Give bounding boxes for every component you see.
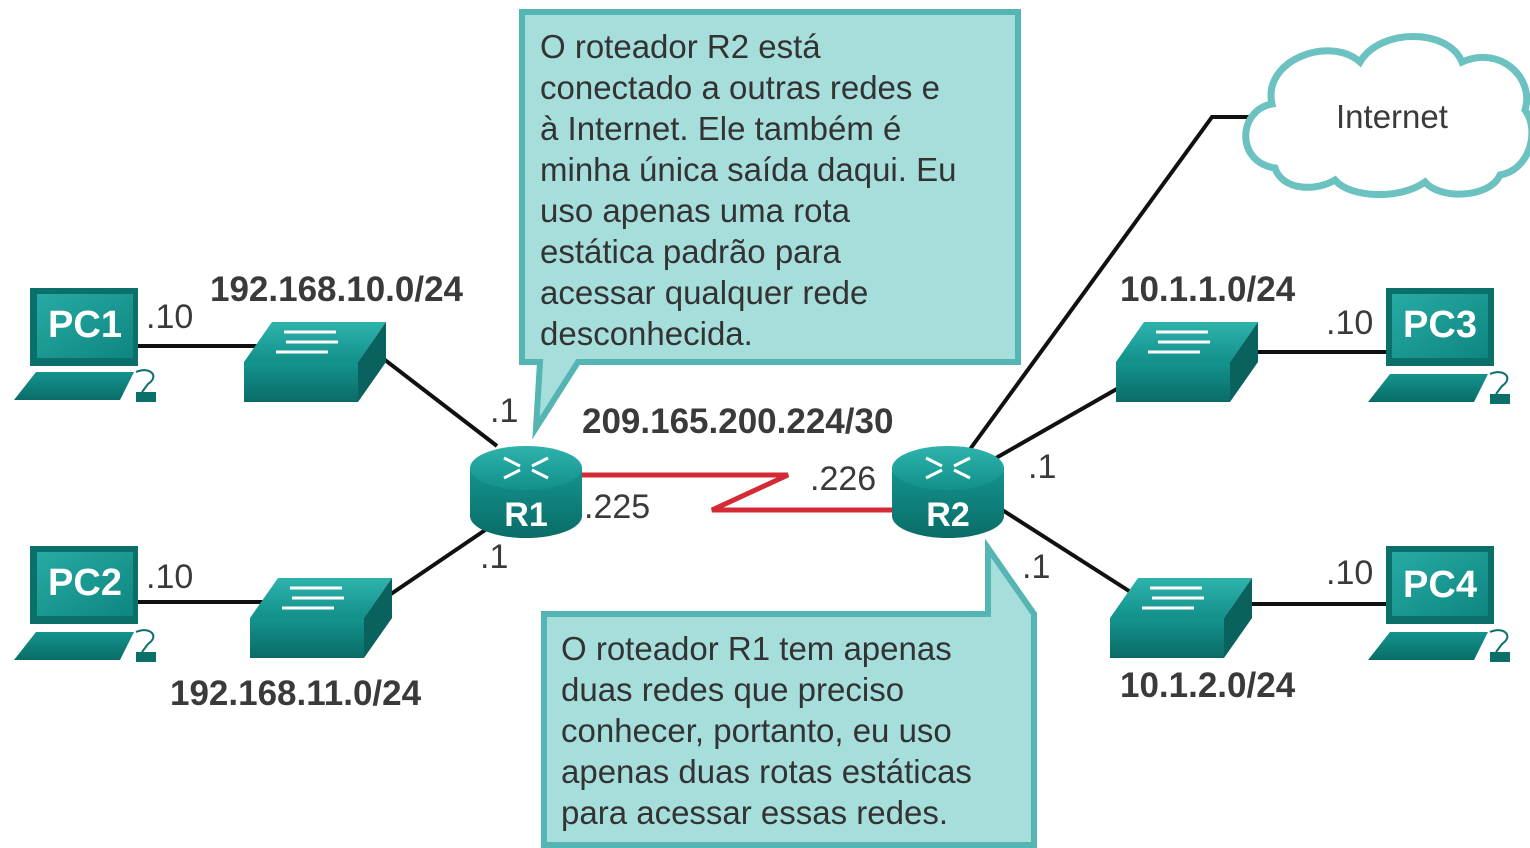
callout-r2-line: O roteador R1 tem apenas xyxy=(561,630,952,667)
pc4-label: PC4 xyxy=(1403,564,1477,606)
router-r1 xyxy=(470,446,582,538)
switch-4 xyxy=(1110,578,1252,658)
router-r2 xyxy=(892,446,1004,538)
callout-r1 xyxy=(519,9,1021,440)
pc2-label: PC2 xyxy=(48,562,122,604)
callout-r1-text: O roteador R2 está conectado a outras re… xyxy=(540,26,1010,354)
callout-r1-line: conectado a outras redes e xyxy=(540,69,940,106)
switch-1 xyxy=(244,322,386,402)
address-pc4: .10 xyxy=(1326,554,1374,592)
callout-r2-shape xyxy=(541,538,1037,848)
callout-r1-line: uso apenas uma rota xyxy=(540,192,851,229)
pc3-label: PC3 xyxy=(1403,304,1477,346)
link-r2-internet xyxy=(966,115,1252,454)
pc3 xyxy=(1368,288,1510,404)
callout-r1-line: O roteador R2 está xyxy=(540,28,821,65)
link-sw1-r1 xyxy=(370,348,499,448)
callout-r2-text: O roteador R1 tem apenas duas redes que … xyxy=(561,628,1031,833)
link-r2-sw4 xyxy=(994,504,1142,600)
switch-2 xyxy=(250,578,392,658)
cloud-shape xyxy=(1242,33,1530,199)
internet-label: Internet xyxy=(1336,98,1448,135)
callout-r1-line: estática padrão para xyxy=(540,233,841,270)
address-pc2: .10 xyxy=(146,558,194,596)
router-r1-label: R1 xyxy=(504,496,548,534)
links xyxy=(138,115,1388,606)
callout-r2-line: para acessar essas redes. xyxy=(561,794,949,831)
callout-r2-line: conhecer, portanto, eu uso xyxy=(561,712,952,749)
callout-r2 xyxy=(541,538,1037,848)
address-r2-lan3: .1 xyxy=(1028,448,1057,486)
address-r2-wan: .226 xyxy=(810,460,877,498)
address-r2-lan4: .1 xyxy=(1022,548,1051,586)
pc2 xyxy=(14,546,156,662)
network-label-wan: 209.165.200.224/30 xyxy=(582,402,894,441)
link-sw2-r1 xyxy=(386,520,499,598)
pc4 xyxy=(1368,546,1510,662)
callout-r1-shape xyxy=(519,9,1021,440)
callout-r1-line: minha única saída daqui. Eu xyxy=(540,151,957,188)
callout-r1-line: à Internet. Ele também é xyxy=(540,110,902,147)
serial-link xyxy=(580,472,900,513)
address-r1-lan1: .1 xyxy=(490,392,519,430)
callout-r2-line: apenas duas rotas estáticas xyxy=(561,753,972,790)
address-pc1: .10 xyxy=(146,298,194,336)
callout-r2-line: duas redes que preciso xyxy=(561,671,905,708)
network-label-lan2: 192.168.11.0/24 xyxy=(170,674,422,713)
callout-r1-line: acessar qualquer rede xyxy=(540,274,869,311)
internet-cloud xyxy=(1242,33,1530,199)
network-label-lan3: 10.1.1.0/24 xyxy=(1120,270,1296,309)
pc1 xyxy=(14,288,156,402)
switch-3 xyxy=(1116,322,1258,402)
network-label-lan4: 10.1.2.0/24 xyxy=(1120,666,1296,705)
network-label-lan1: 192.168.10.0/24 xyxy=(210,270,464,309)
pc1-label: PC1 xyxy=(48,304,122,346)
link-r2-sw3 xyxy=(995,384,1123,460)
address-pc3: .10 xyxy=(1326,304,1374,342)
callout-r1-line: desconhecida. xyxy=(540,315,753,352)
router-r2-label: R2 xyxy=(926,496,970,534)
address-r1-lan2: .1 xyxy=(480,538,509,576)
address-r1-wan: .225 xyxy=(584,488,651,526)
